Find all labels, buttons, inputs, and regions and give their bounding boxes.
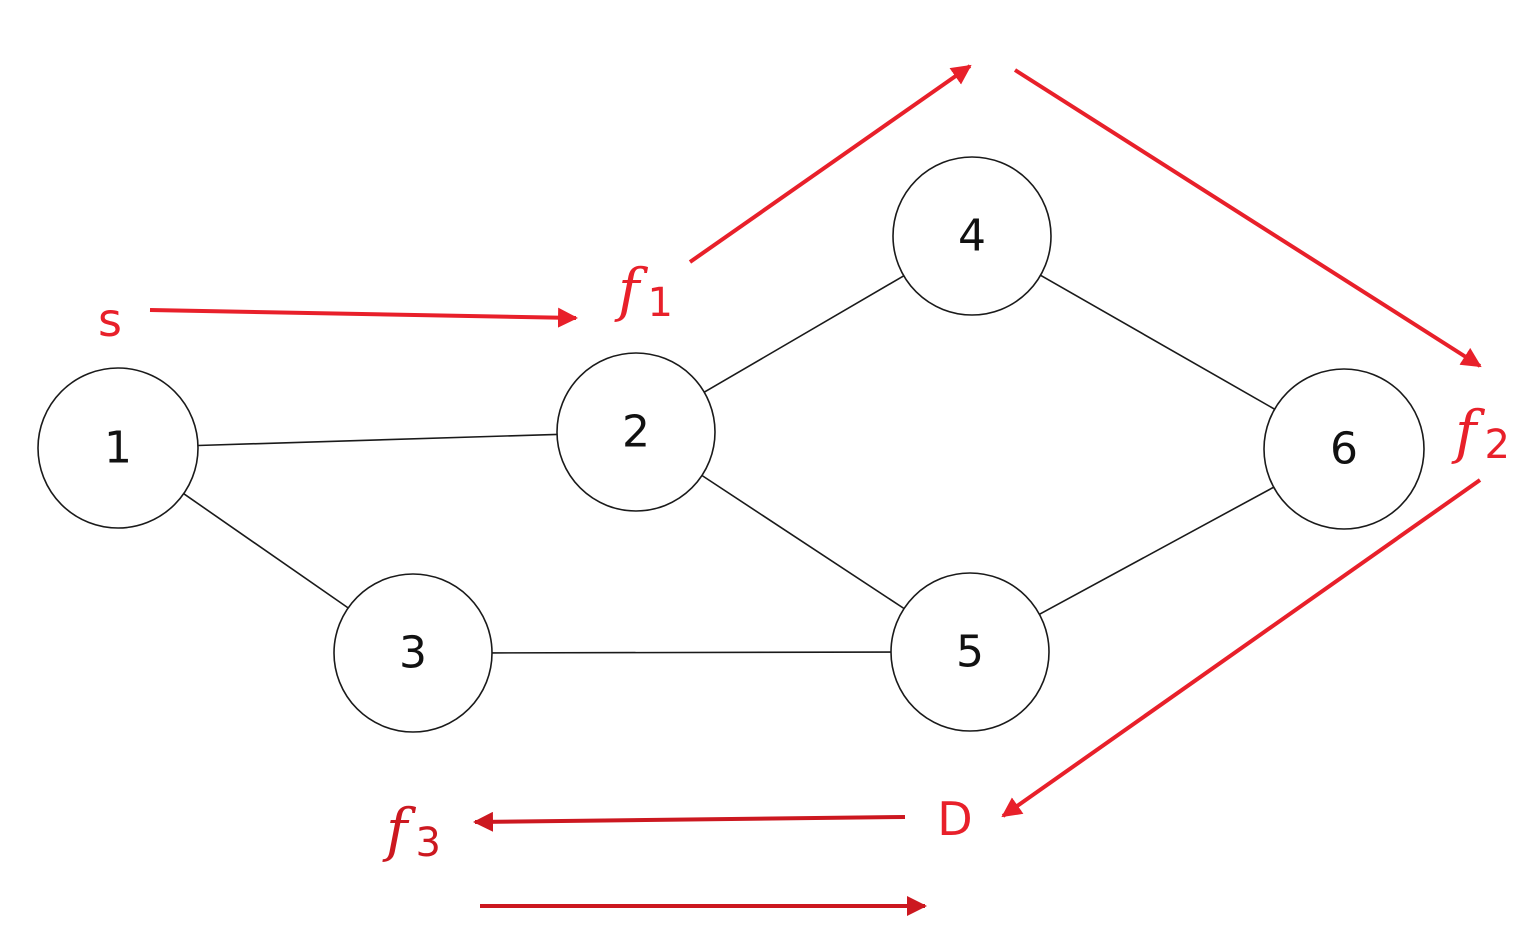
label-f3-sub: 3: [415, 820, 440, 866]
flow-arrow-d-to-f3: [473, 811, 906, 832]
node-2: 2: [556, 352, 716, 512]
label-f2-base: f: [1451, 398, 1486, 466]
edge-5-6: [1039, 486, 1275, 616]
node-circle: [37, 367, 199, 529]
label-d: D: [937, 792, 972, 846]
label-f3-base: f: [382, 796, 417, 864]
flow-arrow-s-to-f1: [149, 307, 578, 328]
label-s: s: [98, 293, 122, 347]
flow-arrow-f2-to-d: [1001, 478, 1482, 818]
label-f1-base: f: [614, 256, 649, 324]
edge-2-4: [703, 275, 905, 393]
flow-arrow-f1-up: [688, 64, 972, 264]
edge-2-5: [701, 474, 905, 610]
node-circle: [556, 352, 716, 512]
node-label: 2: [622, 407, 650, 458]
node-label: 5: [956, 627, 984, 678]
node-label: 6: [1330, 424, 1358, 475]
label-f2-sub: 2: [1484, 422, 1509, 468]
node-circle: [892, 156, 1052, 316]
node-4: 4: [892, 156, 1052, 316]
label-f3: f 3: [382, 796, 441, 866]
label-layer: s f 1 f 2 f 3 D: [98, 256, 1510, 866]
edge-3-5: [491, 651, 892, 654]
node-1: 1: [37, 367, 199, 529]
edge-1-3: [183, 493, 349, 609]
label-f1-sub: 1: [647, 280, 672, 326]
flow-layer: [149, 64, 1482, 916]
node-label: 3: [399, 628, 427, 679]
node-label: 1: [104, 423, 132, 474]
node-circle: [890, 572, 1050, 732]
node-layer: 1 2 3 4 5 6: [37, 156, 1425, 733]
node-circle: [1263, 368, 1425, 530]
edge-4-6: [1040, 274, 1275, 410]
node-6: 6: [1263, 368, 1425, 530]
edge-layer: [183, 274, 1275, 654]
node-5: 5: [890, 572, 1050, 732]
node-3: 3: [333, 573, 493, 733]
flow-arrow-top-to-f2: [1013, 68, 1482, 368]
edge-1-2: [197, 433, 558, 447]
node-circle: [333, 573, 493, 733]
label-f1: f 1: [614, 256, 673, 326]
node-label: 4: [958, 211, 986, 262]
label-f2: f 2: [1451, 398, 1510, 468]
